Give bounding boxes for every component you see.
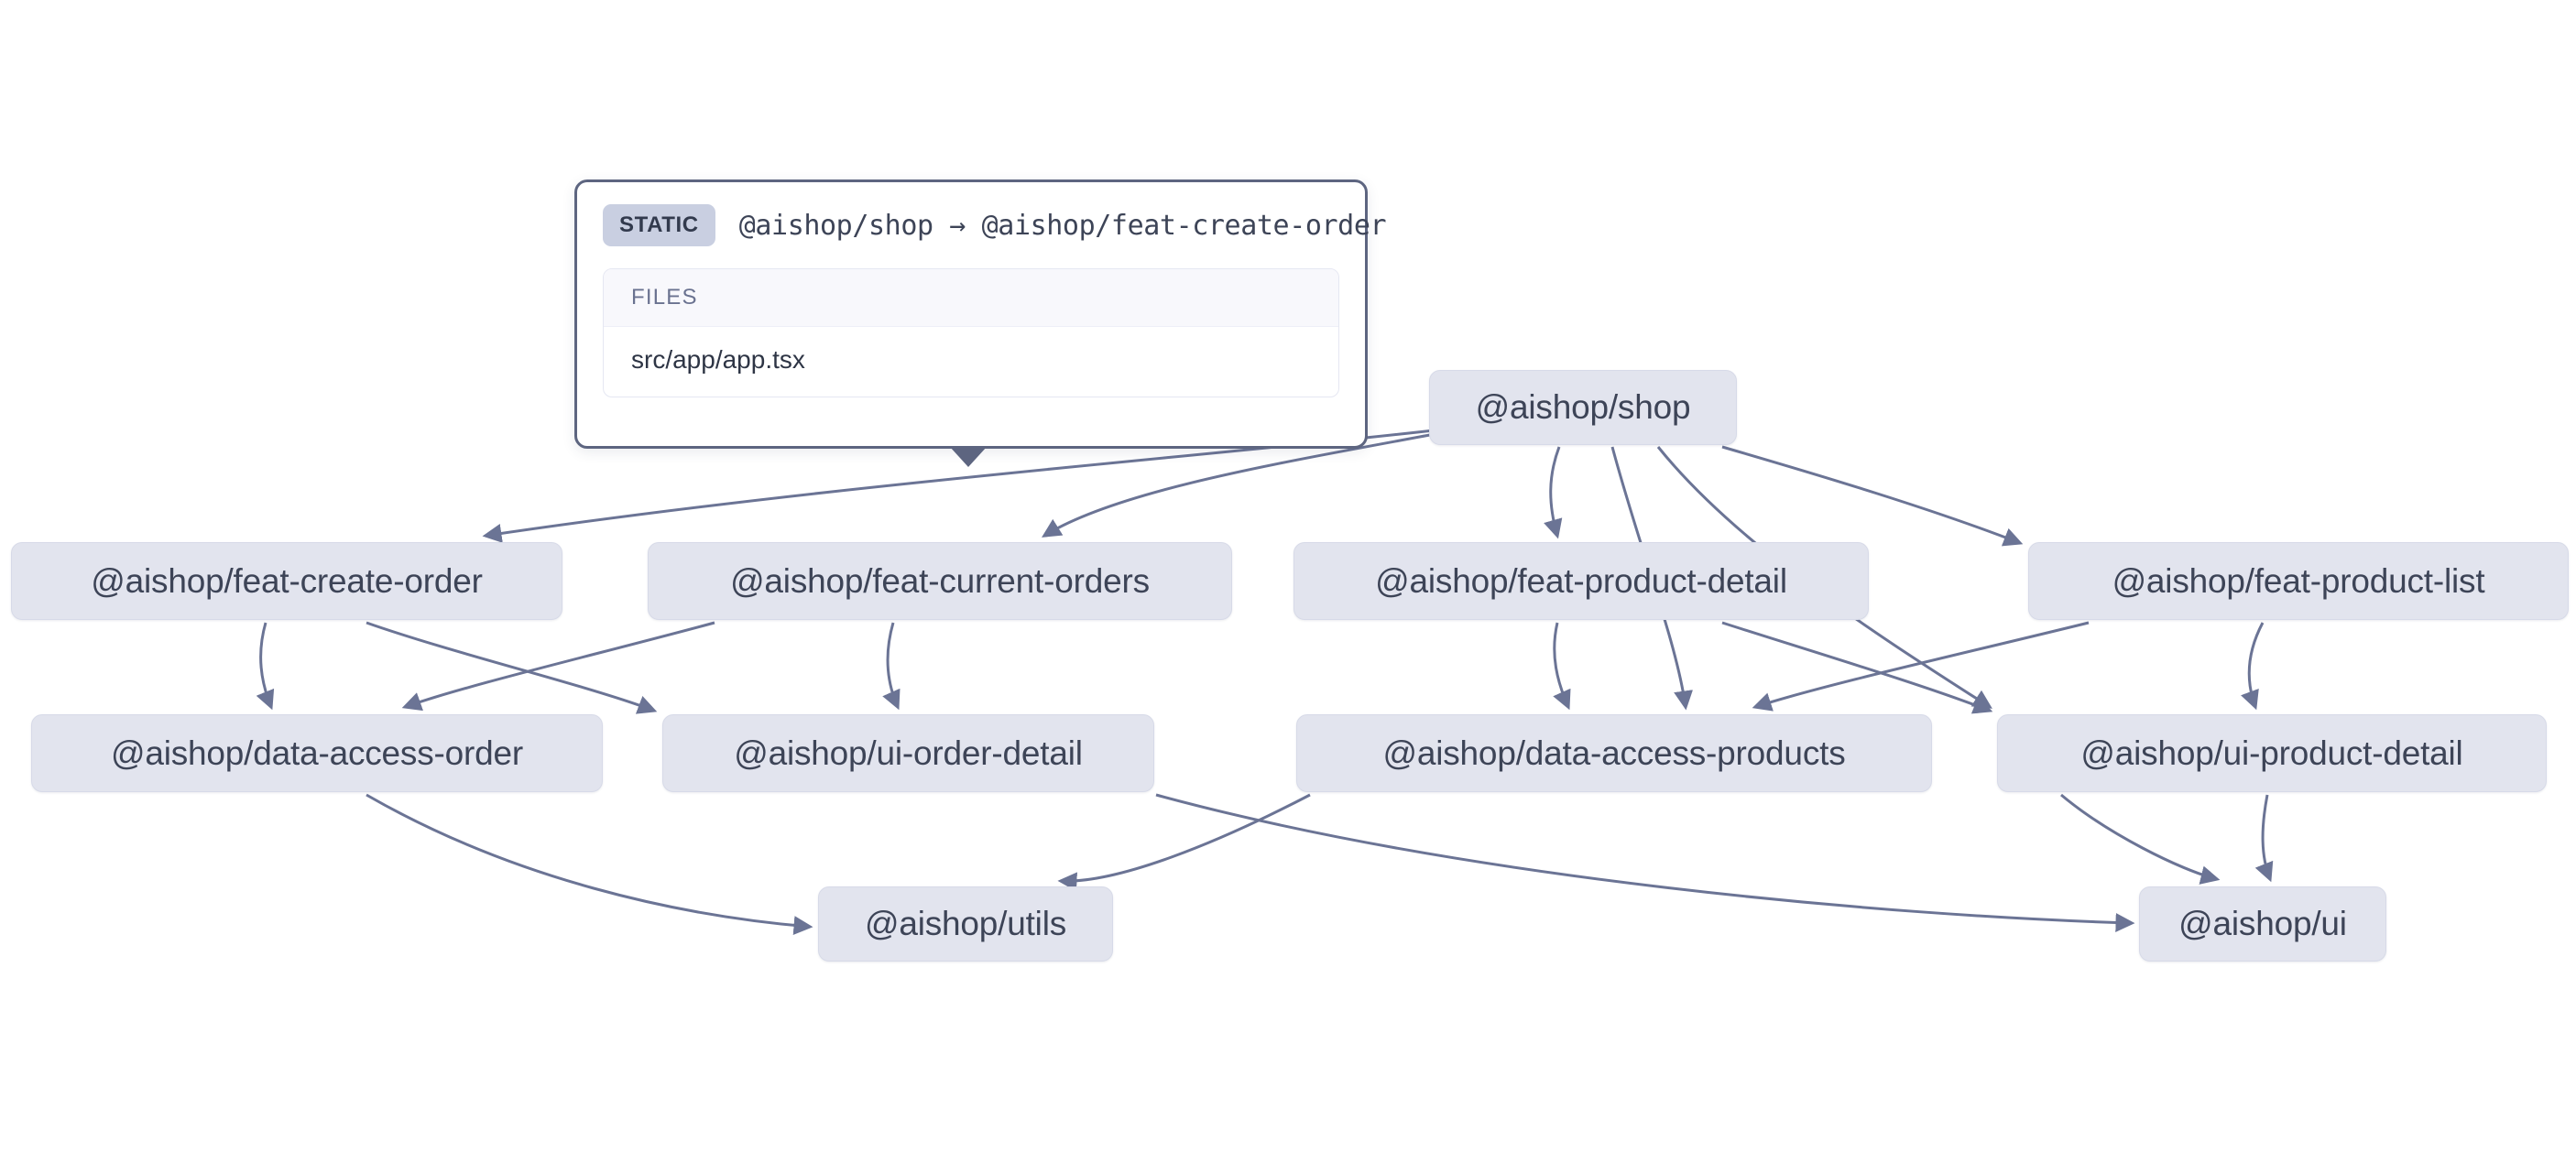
tooltip-pointer-arrow: [950, 447, 987, 467]
graph-node-data-access-order[interactable]: @aishop/data-access-order: [31, 714, 603, 792]
graph-node-label: @aishop/utils: [864, 905, 1067, 942]
graph-node-label: @aishop/ui: [2178, 905, 2347, 942]
edge-shop-to-feat-current-orders: [1042, 432, 1435, 538]
graph-node-label: @aishop/feat-create-order: [91, 561, 483, 600]
graph-node-shop[interactable]: @aishop/shop: [1429, 370, 1737, 445]
edge-details-tooltip[interactable]: STATIC @aishop/shop → @aishop/feat-creat…: [574, 179, 1387, 449]
graph-node-feat-current-orders[interactable]: @aishop/feat-current-orders: [648, 542, 1232, 620]
graph-node-label: @aishop/feat-product-list: [2112, 561, 2485, 600]
graph-node-label: @aishop/data-access-products: [1382, 734, 1846, 772]
edge-ui-order-detail-to-ui: [1155, 793, 2135, 932]
files-section-header: FILES: [604, 269, 1338, 327]
graph-node-feat-create-order[interactable]: @aishop/feat-create-order: [11, 542, 562, 620]
graph-node-feat-product-list[interactable]: @aishop/feat-product-list: [2028, 542, 2569, 620]
edge-relationship-label: @aishop/shop → @aishop/feat-create-order: [738, 209, 1387, 242]
static-badge: STATIC: [603, 204, 715, 246]
edge-feat-create-order-to-data-access-order: [256, 622, 275, 711]
edge-feat-current-orders-to-ui-order-detail: [882, 622, 901, 711]
graph-node-ui-order-detail[interactable]: @aishop/ui-order-detail: [662, 714, 1154, 792]
edge-feat-product-detail-to-data-access-products: [1553, 622, 1571, 711]
edge-ui-product-detail-to-ui-left: [2060, 793, 2221, 885]
edge-feat-create-order-to-ui-order-detail: [366, 621, 658, 714]
graph-node-feat-product-detail[interactable]: @aishop/feat-product-detail: [1293, 542, 1869, 620]
edge-shop-to-feat-product-detail: [1544, 446, 1563, 539]
edge-feat-product-list-to-ui-product-detail: [2241, 622, 2265, 711]
graph-node-label: @aishop/feat-product-detail: [1375, 561, 1787, 600]
edge-feat-product-detail-to-ui-product-detail: [1721, 621, 1993, 714]
graph-node-label: @aishop/ui-order-detail: [734, 734, 1083, 772]
graph-node-utils[interactable]: @aishop/utils: [818, 886, 1113, 962]
edge-data-access-products-to-utils: [1057, 793, 1311, 892]
graph-node-label: @aishop/feat-current-orders: [730, 561, 1150, 600]
graph-node-label: @aishop/data-access-order: [110, 734, 524, 772]
edge-ui-product-detail-to-ui-right: [2254, 794, 2274, 883]
edge-data-access-order-to-utils: [366, 793, 813, 936]
edge-shop-to-feat-product-list: [1721, 445, 2024, 547]
graph-node-data-access-products[interactable]: @aishop/data-access-products: [1296, 714, 1932, 792]
graph-node-label: @aishop/shop: [1475, 388, 1691, 426]
files-panel: FILES src/app/app.tsx: [603, 268, 1339, 397]
tooltip-header: STATIC @aishop/shop → @aishop/feat-creat…: [577, 182, 1387, 248]
edge-feat-current-orders-to-data-access-order: [401, 621, 715, 712]
graph-node-ui[interactable]: @aishop/ui: [2139, 886, 2386, 962]
graph-node-ui-product-detail[interactable]: @aishop/ui-product-detail: [1997, 714, 2547, 792]
file-list-item[interactable]: src/app/app.tsx: [631, 345, 805, 374]
edge-feat-product-list-to-data-access-products: [1752, 621, 2090, 712]
graph-node-label: @aishop/ui-product-detail: [2080, 734, 2463, 772]
